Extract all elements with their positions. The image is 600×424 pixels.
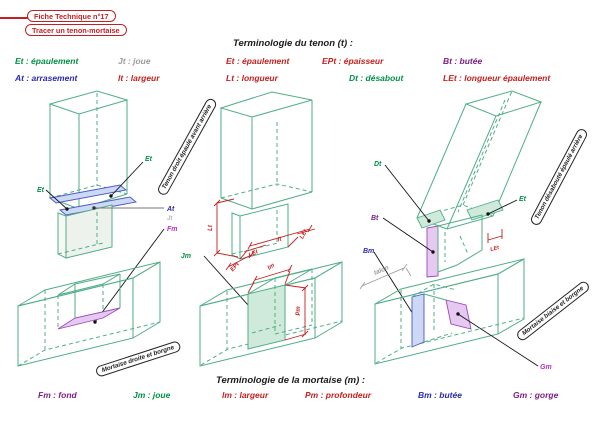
lm-dim-label: lm	[267, 262, 277, 271]
gm-label: Gm	[540, 364, 552, 371]
fond-face	[57, 307, 121, 330]
et-right-label: Et	[145, 156, 153, 163]
legend-jt-joue: Jt : joue	[118, 56, 151, 66]
legend-lm-largeur: lm : largeur	[222, 390, 269, 400]
bt-label: Bt	[371, 215, 379, 222]
tenon-front-face	[65, 204, 113, 259]
tenon-desaboute-wireframe	[416, 90, 543, 278]
legend-bm-butee: Bm : butée	[418, 390, 462, 400]
epaulement-left-face	[416, 209, 446, 229]
legend-let-longueur-epaulement: LEt : longueur épaulement	[443, 73, 551, 83]
let-angled-dim-label: LEt	[490, 245, 501, 253]
at-label: At	[166, 206, 175, 213]
legend-fm-fond: Fm : fond	[38, 390, 77, 400]
ept-dim-label: EPt	[230, 261, 242, 273]
legend-jm-joue: Jm : joue	[133, 390, 171, 400]
legend-dt-desabout: Dt : désabout	[349, 73, 404, 83]
tenon-dimensions-wireframe	[219, 91, 313, 260]
jt-label: Jt	[167, 216, 173, 222]
dt-label: Dt	[374, 161, 382, 168]
bm-label: Bm	[363, 248, 374, 255]
mortaise-droite-wireframe	[17, 261, 161, 367]
et-angled-label: Et	[519, 196, 527, 203]
epaulement-face-1	[48, 184, 128, 204]
butee-mortaise-face	[411, 293, 425, 348]
tenon-droit-annotations: Et Et At Jt Fm	[37, 156, 178, 324]
epaulement-face-2	[58, 196, 138, 216]
legend-lt-largeur: lt : largeur	[118, 73, 160, 83]
legend-ept-epaisseur: EPt : épaisseur	[322, 56, 384, 66]
tenon-dimensions: Lt LEt lt LEt EPt Jm	[181, 198, 316, 317]
jm-label: Jm	[181, 253, 191, 260]
header-connector-line	[0, 17, 30, 19]
let-left-dim-label: LEt	[248, 249, 260, 259]
sheet-number-badge: Fiche Technique n°17	[27, 10, 116, 22]
legend-pm-profondeur: Pm : profondeur	[305, 390, 372, 400]
joue-face	[247, 284, 286, 350]
lt-width-dim-label: lt	[277, 236, 283, 243]
tenon-legend-title: Terminologie du tenon (t) :	[233, 38, 353, 49]
tenon-droit-wireframe	[48, 90, 138, 259]
mortaise-legend-title: Terminologie de la mortaise (m) :	[216, 375, 366, 386]
legend-lt-longueur: Lt : longueur	[226, 73, 278, 83]
legend-gm-gorge: Gm : gorge	[513, 390, 559, 400]
mortaise-biaise-wireframe: talon Gm	[359, 258, 552, 371]
let-right-dim-label: LEt	[299, 228, 309, 240]
legend-et-epaulement-green: Et : épaulement	[15, 56, 79, 66]
et-left-label: Et	[37, 187, 45, 194]
fm-label: Fm	[167, 226, 178, 233]
mortaise-joue-wireframe	[199, 261, 343, 367]
sheet-title-badge: Tracer un tenon-mortaise	[25, 24, 127, 36]
mortaise-dimensions: lm Pm	[247, 262, 309, 341]
legend-bt-butee: Bt : butée	[443, 56, 483, 66]
lt-dim-label: Lt	[208, 224, 214, 231]
epaulement-right-face	[466, 199, 504, 221]
legend-et-epaulement-red: Et : épaulement	[226, 56, 290, 66]
legend-at-arrasement: At : arrasement	[15, 73, 78, 83]
pm-dim-label: Pm	[296, 306, 302, 316]
tenon-desaboute-annotations: Dt Bt Bm Et LEt	[363, 161, 527, 324]
